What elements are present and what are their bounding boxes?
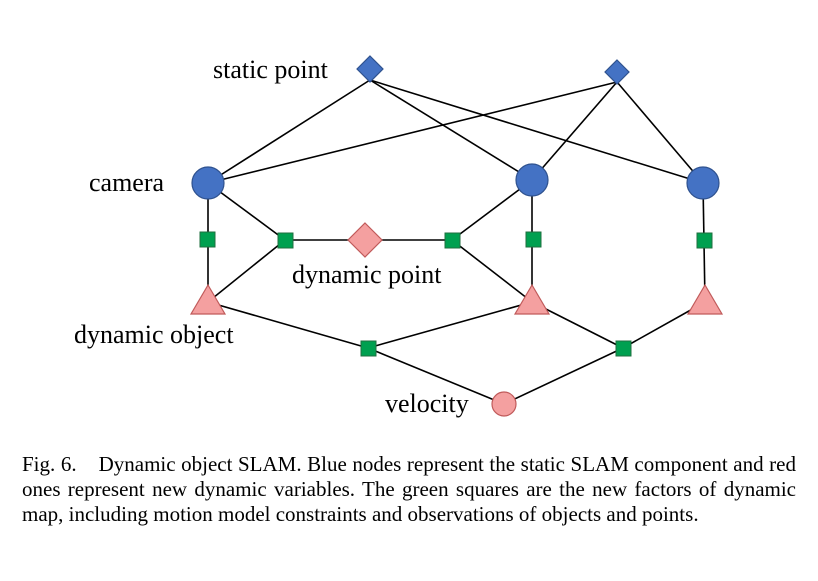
dynamic-point-label: dynamic point [292, 260, 442, 289]
edge [616, 81, 704, 184]
figure-caption: Fig. 6.Dynamic object SLAM. Blue nodes r… [22, 452, 796, 527]
factor-node [277, 232, 294, 249]
edge [367, 301, 533, 349]
figure-number: Fig. 6. [22, 452, 77, 476]
factor-node [360, 340, 377, 357]
edge [207, 81, 618, 184]
dynamic-object-node [686, 283, 724, 315]
edge [451, 239, 533, 303]
camera-node [515, 163, 549, 197]
factor-graph: static point camera dynamic point dynami… [74, 55, 724, 418]
factor-node [199, 231, 216, 248]
velocity-label: velocity [385, 389, 469, 418]
caption-text: Dynamic object SLAM. Blue nodes represen… [22, 452, 796, 526]
edge [207, 239, 286, 303]
factor-node [696, 232, 713, 249]
edge [369, 79, 533, 181]
static-point-label: static point [213, 55, 329, 84]
edge [207, 301, 369, 349]
edge [369, 79, 704, 184]
dynamic-object-node [513, 283, 551, 315]
edge [503, 347, 624, 405]
dynamic-object-label: dynamic object [74, 320, 234, 349]
static-point-node [356, 55, 384, 83]
factor-node [525, 231, 542, 248]
edge [531, 301, 624, 349]
static-point-node [604, 59, 630, 85]
dynamic-point-node [347, 222, 383, 258]
velocity-node [491, 391, 517, 417]
dynamic-object-node [189, 283, 227, 315]
edge [367, 347, 505, 405]
edge [207, 79, 371, 184]
factor-node [444, 232, 461, 249]
edge [451, 179, 533, 241]
edge [531, 81, 618, 181]
factor-node [615, 340, 632, 357]
camera-label: camera [89, 168, 165, 197]
camera-node [191, 166, 225, 200]
camera-node [686, 166, 720, 200]
